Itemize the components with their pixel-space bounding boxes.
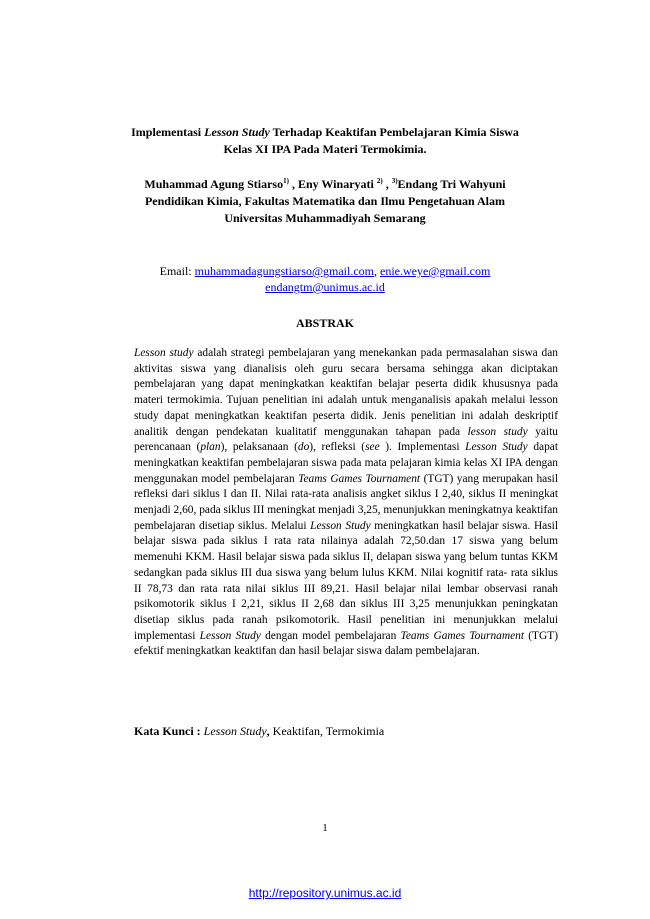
author-separator: , — [382, 177, 392, 191]
email-link-2[interactable]: enie.weye@gmail.com — [380, 264, 491, 278]
abstract-italic: Lesson Study — [310, 519, 371, 532]
abstract-body: Lesson study adalah strategi pembelajara… — [134, 346, 558, 660]
abstract-italic: plan — [200, 441, 221, 454]
abstract-text: meningkatkan hasil belajar siswa. Hasil … — [134, 519, 558, 642]
abstract-text: (TGT) yang merupakan hasil refleksi dari… — [134, 472, 558, 532]
abstract-italic: do — [297, 441, 310, 454]
page-number: 1 — [322, 822, 328, 834]
email-separator: , — [374, 264, 380, 278]
author-3-affil: 3) — [391, 177, 398, 185]
keywords-label: Kata Kunci : — [134, 724, 204, 738]
paper-title: Implementasi Lesson Study Terhadap Keakt… — [100, 124, 550, 158]
repository-link[interactable]: http://repository.unimus.ac.id — [248, 886, 402, 900]
title-text-rest: Terhadap Keaktifan Pembelajaran Kimia Si… — [269, 125, 519, 139]
author-1-affil: 1) — [283, 177, 289, 185]
abstract-heading: ABSTRAK — [295, 316, 354, 330]
keyword-separator: , — [266, 724, 273, 738]
email-link-1[interactable]: muhammadagungstiarso@gmail.com — [194, 264, 374, 278]
abstract-text: adalah strategi pembelajaran yang meneka… — [134, 347, 558, 438]
affiliation-line-2: Universitas Muhammadiyah Semarang — [224, 211, 426, 225]
abstract-italic: Teams Games Tournament — [400, 629, 525, 642]
abstract-text: dapat meningkatkan keaktifan pembelajara… — [134, 441, 558, 485]
keywords-line: Kata Kunci : Lesson Study, Keaktifan, Te… — [134, 724, 558, 739]
keyword-list: Keaktifan, Termokimia — [272, 724, 385, 738]
author-2-affil: 2) — [376, 177, 383, 185]
title-line-2: Kelas XI IPA Pada Materi Termokimia. — [223, 142, 427, 156]
abstract-italic: Lesson Study — [199, 629, 261, 642]
email-block: Email: muhammadagungstiarso@gmail.com, e… — [100, 263, 550, 295]
title-italic: Lesson Study — [204, 125, 270, 139]
email-link-3[interactable]: endangtm@unimus.ac.id — [265, 280, 385, 294]
author-1: Muhammad Agung Stiarso — [144, 177, 284, 191]
affiliation-line-1: Pendidikan Kimia, Fakultas Matematika da… — [144, 194, 506, 208]
author-block: Muhammad Agung Stiarso1) , Eny Winaryati… — [110, 176, 540, 227]
abstract-italic: Lesson Study — [465, 441, 528, 454]
abstract-text: yaitu perencanaan ( — [134, 425, 558, 454]
author-2: , Eny Winaryati — [288, 177, 374, 191]
abstract-italic: lesson study — [467, 425, 528, 438]
keyword-italic: Lesson Study — [203, 724, 267, 738]
abstract-text: (TGT) efektif meningkatkan keaktifan dan… — [134, 629, 558, 658]
abstract-italic: Teams Games Tournament — [298, 472, 421, 485]
author-3: Endang Tri Wahyuni — [397, 177, 506, 191]
abstract-italic: Lesson study — [134, 347, 194, 359]
email-label: Email: — [159, 264, 195, 278]
title-text: Implementasi — [131, 125, 205, 139]
abstract-text: dengan model pembelajaran — [260, 629, 401, 642]
abstract-text: ), pelaksanaan ( — [220, 441, 298, 454]
abstract-text: ), refleksi ( — [309, 441, 366, 454]
abstract-text: ). Implementasi — [379, 441, 466, 454]
abstract-italic: see — [365, 441, 380, 454]
